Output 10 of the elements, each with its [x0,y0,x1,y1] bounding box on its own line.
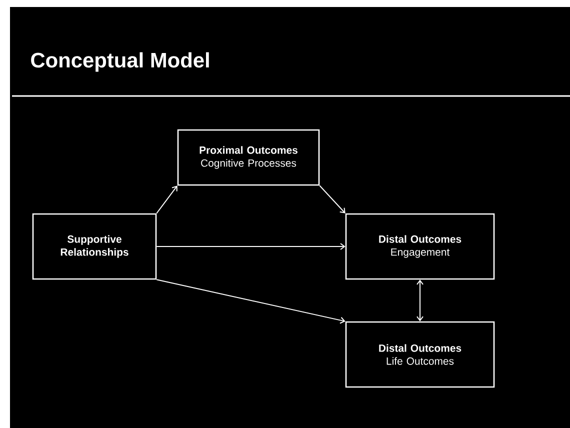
arrow [156,279,346,324]
title: Conceptual Model [31,52,209,72]
arrow [319,185,346,214]
arrow [156,243,346,250]
arrow [416,280,424,322]
box: Distal Outcomes Life Outcomes [345,321,495,388]
box: Supportive Relationships [32,213,157,280]
arrow [156,186,178,214]
box: Distal Outcomes Engagement [345,213,495,280]
box: Proximal Outcomes Cognitive Processes [177,129,320,186]
